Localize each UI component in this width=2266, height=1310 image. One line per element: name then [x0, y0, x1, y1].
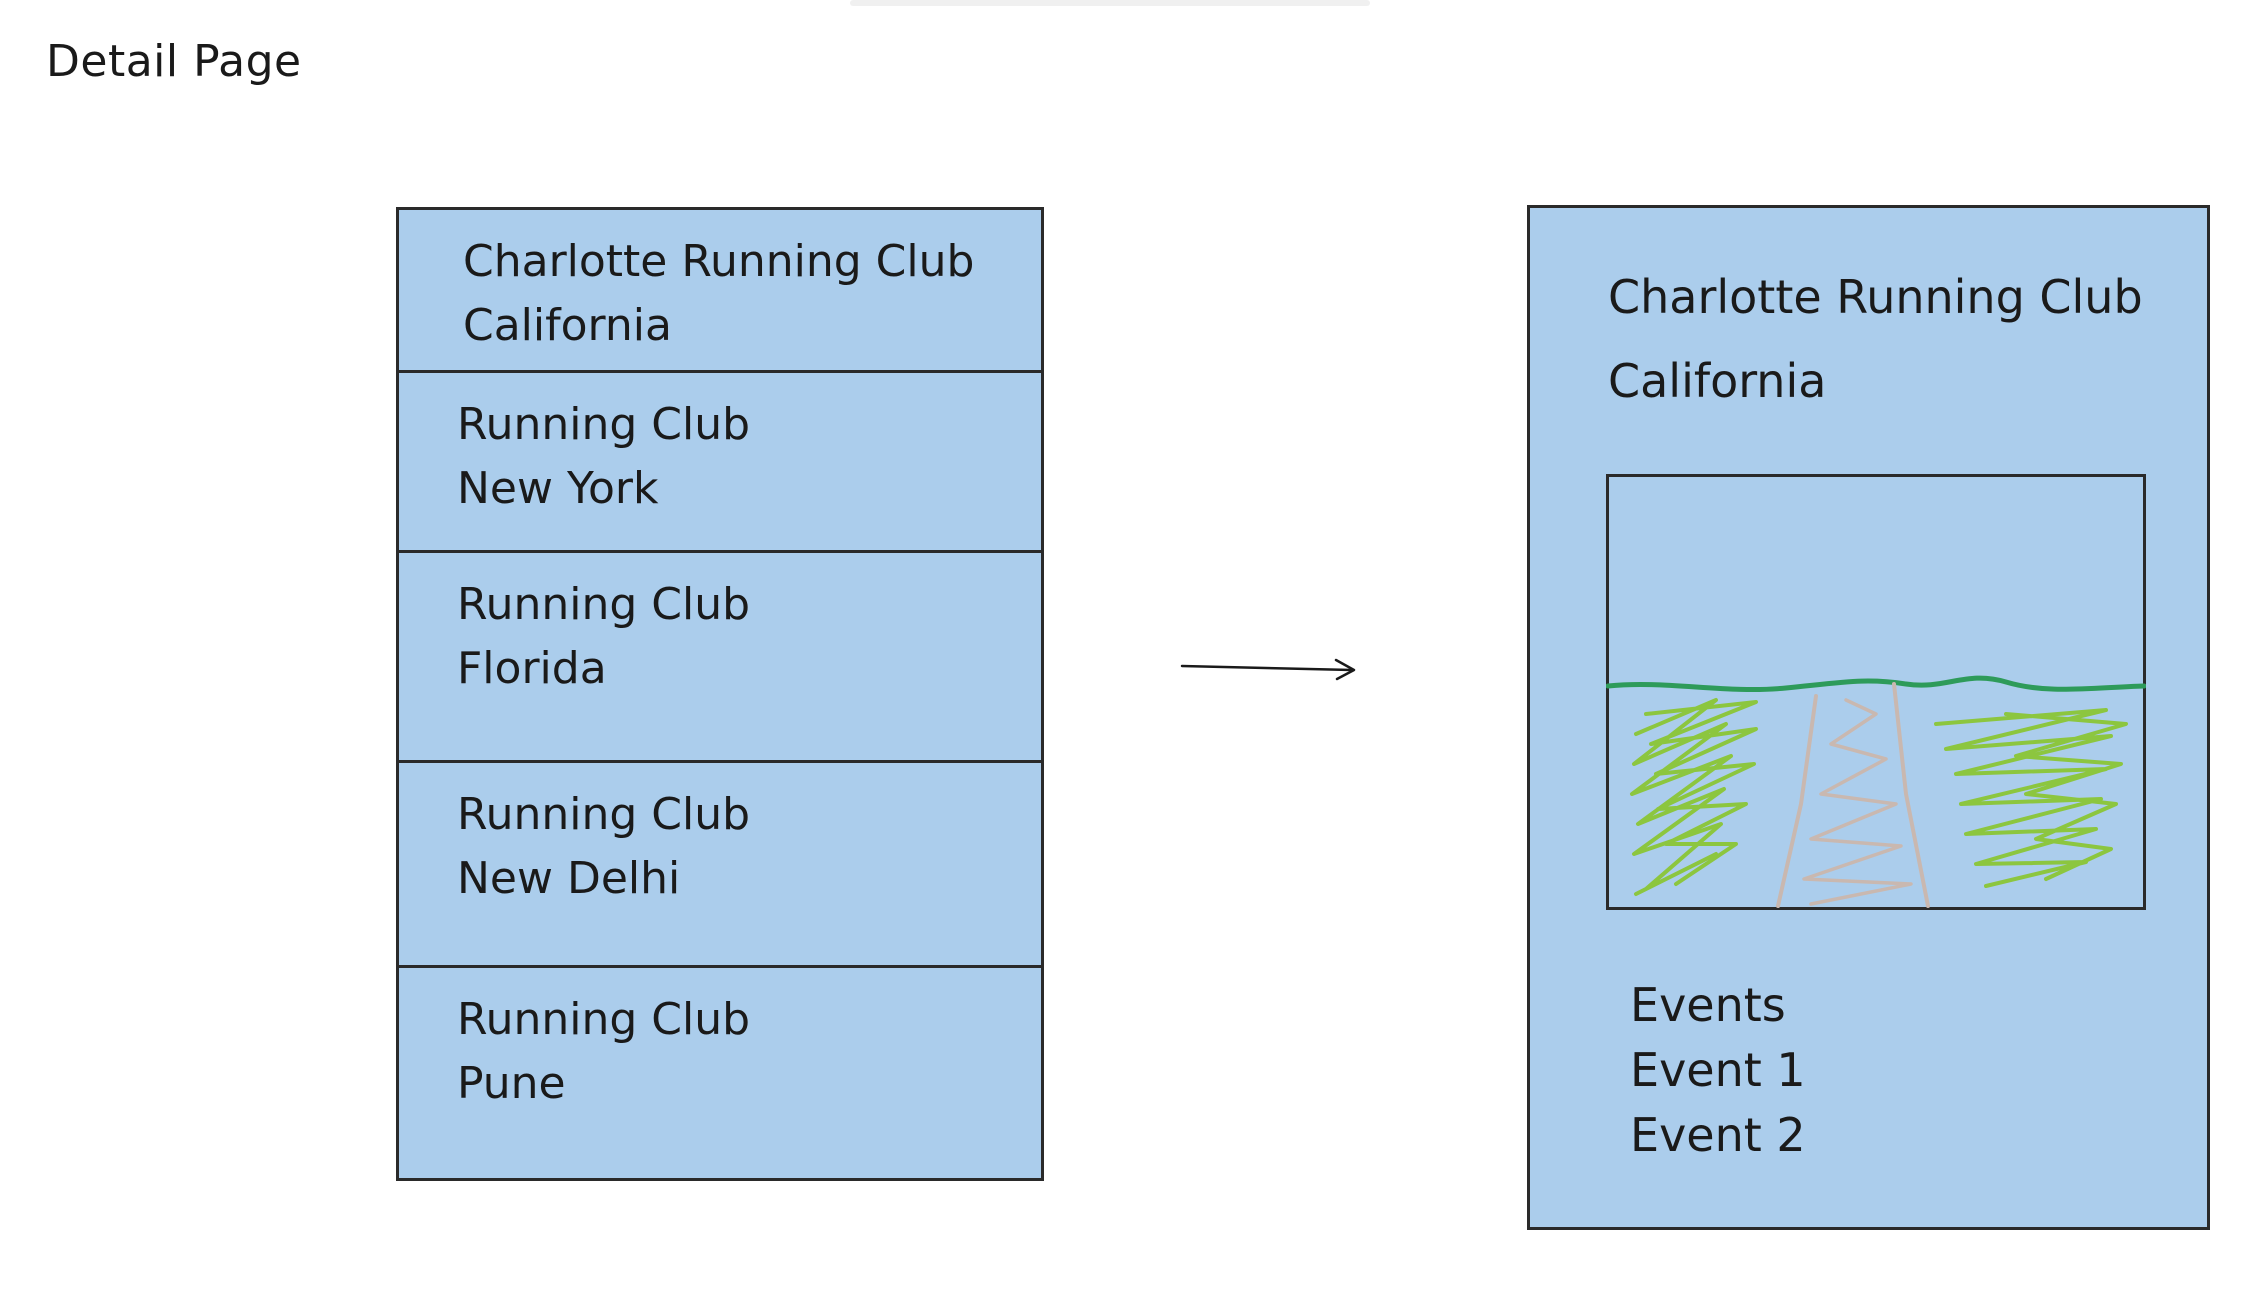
event-item[interactable]: Event 2: [1630, 1108, 1806, 1162]
club-list-item[interactable]: Charlotte Running Club California: [399, 210, 1041, 373]
left-grass-scribble: [1630, 698, 1758, 896]
club-name: Charlotte Running Club: [463, 236, 975, 287]
right-arrow-icon: [1180, 658, 1356, 681]
club-image: [1606, 474, 2146, 910]
club-name: Running Club: [457, 789, 751, 840]
path-scribble: [1802, 698, 1913, 906]
club-detail-card: Charlotte Running Club California Events…: [1527, 205, 2210, 1230]
club-location: New York: [457, 463, 659, 514]
detail-club-name: Charlotte Running Club: [1608, 270, 2143, 324]
events-heading: Events: [1630, 978, 1786, 1032]
club-name: Running Club: [457, 994, 751, 1045]
club-location: New Delhi: [457, 853, 681, 904]
detail-club-location: California: [1608, 354, 1827, 408]
path-left-edge: [1776, 694, 1818, 908]
path-right-edge: [1892, 682, 1930, 908]
club-list: Charlotte Running Club California Runnin…: [396, 207, 1044, 1181]
club-name: Running Club: [457, 579, 751, 630]
event-item[interactable]: Event 1: [1630, 1043, 1806, 1097]
horizon-line: [1606, 675, 2146, 692]
club-location: Pune: [457, 1058, 566, 1109]
right-grass-scribble: [1934, 708, 2128, 888]
club-list-item[interactable]: Running Club New York: [399, 373, 1041, 553]
club-list-item[interactable]: Running Club New Delhi: [399, 763, 1041, 968]
top-smudge: [850, 0, 1370, 6]
club-list-item[interactable]: Running Club Pune: [399, 968, 1041, 1178]
page-title: Detail Page: [46, 36, 302, 87]
club-location: California: [463, 300, 672, 351]
club-list-item[interactable]: Running Club Florida: [399, 553, 1041, 763]
club-location: Florida: [457, 643, 607, 694]
club-name: Running Club: [457, 399, 751, 450]
image-frame: [1606, 474, 2146, 910]
